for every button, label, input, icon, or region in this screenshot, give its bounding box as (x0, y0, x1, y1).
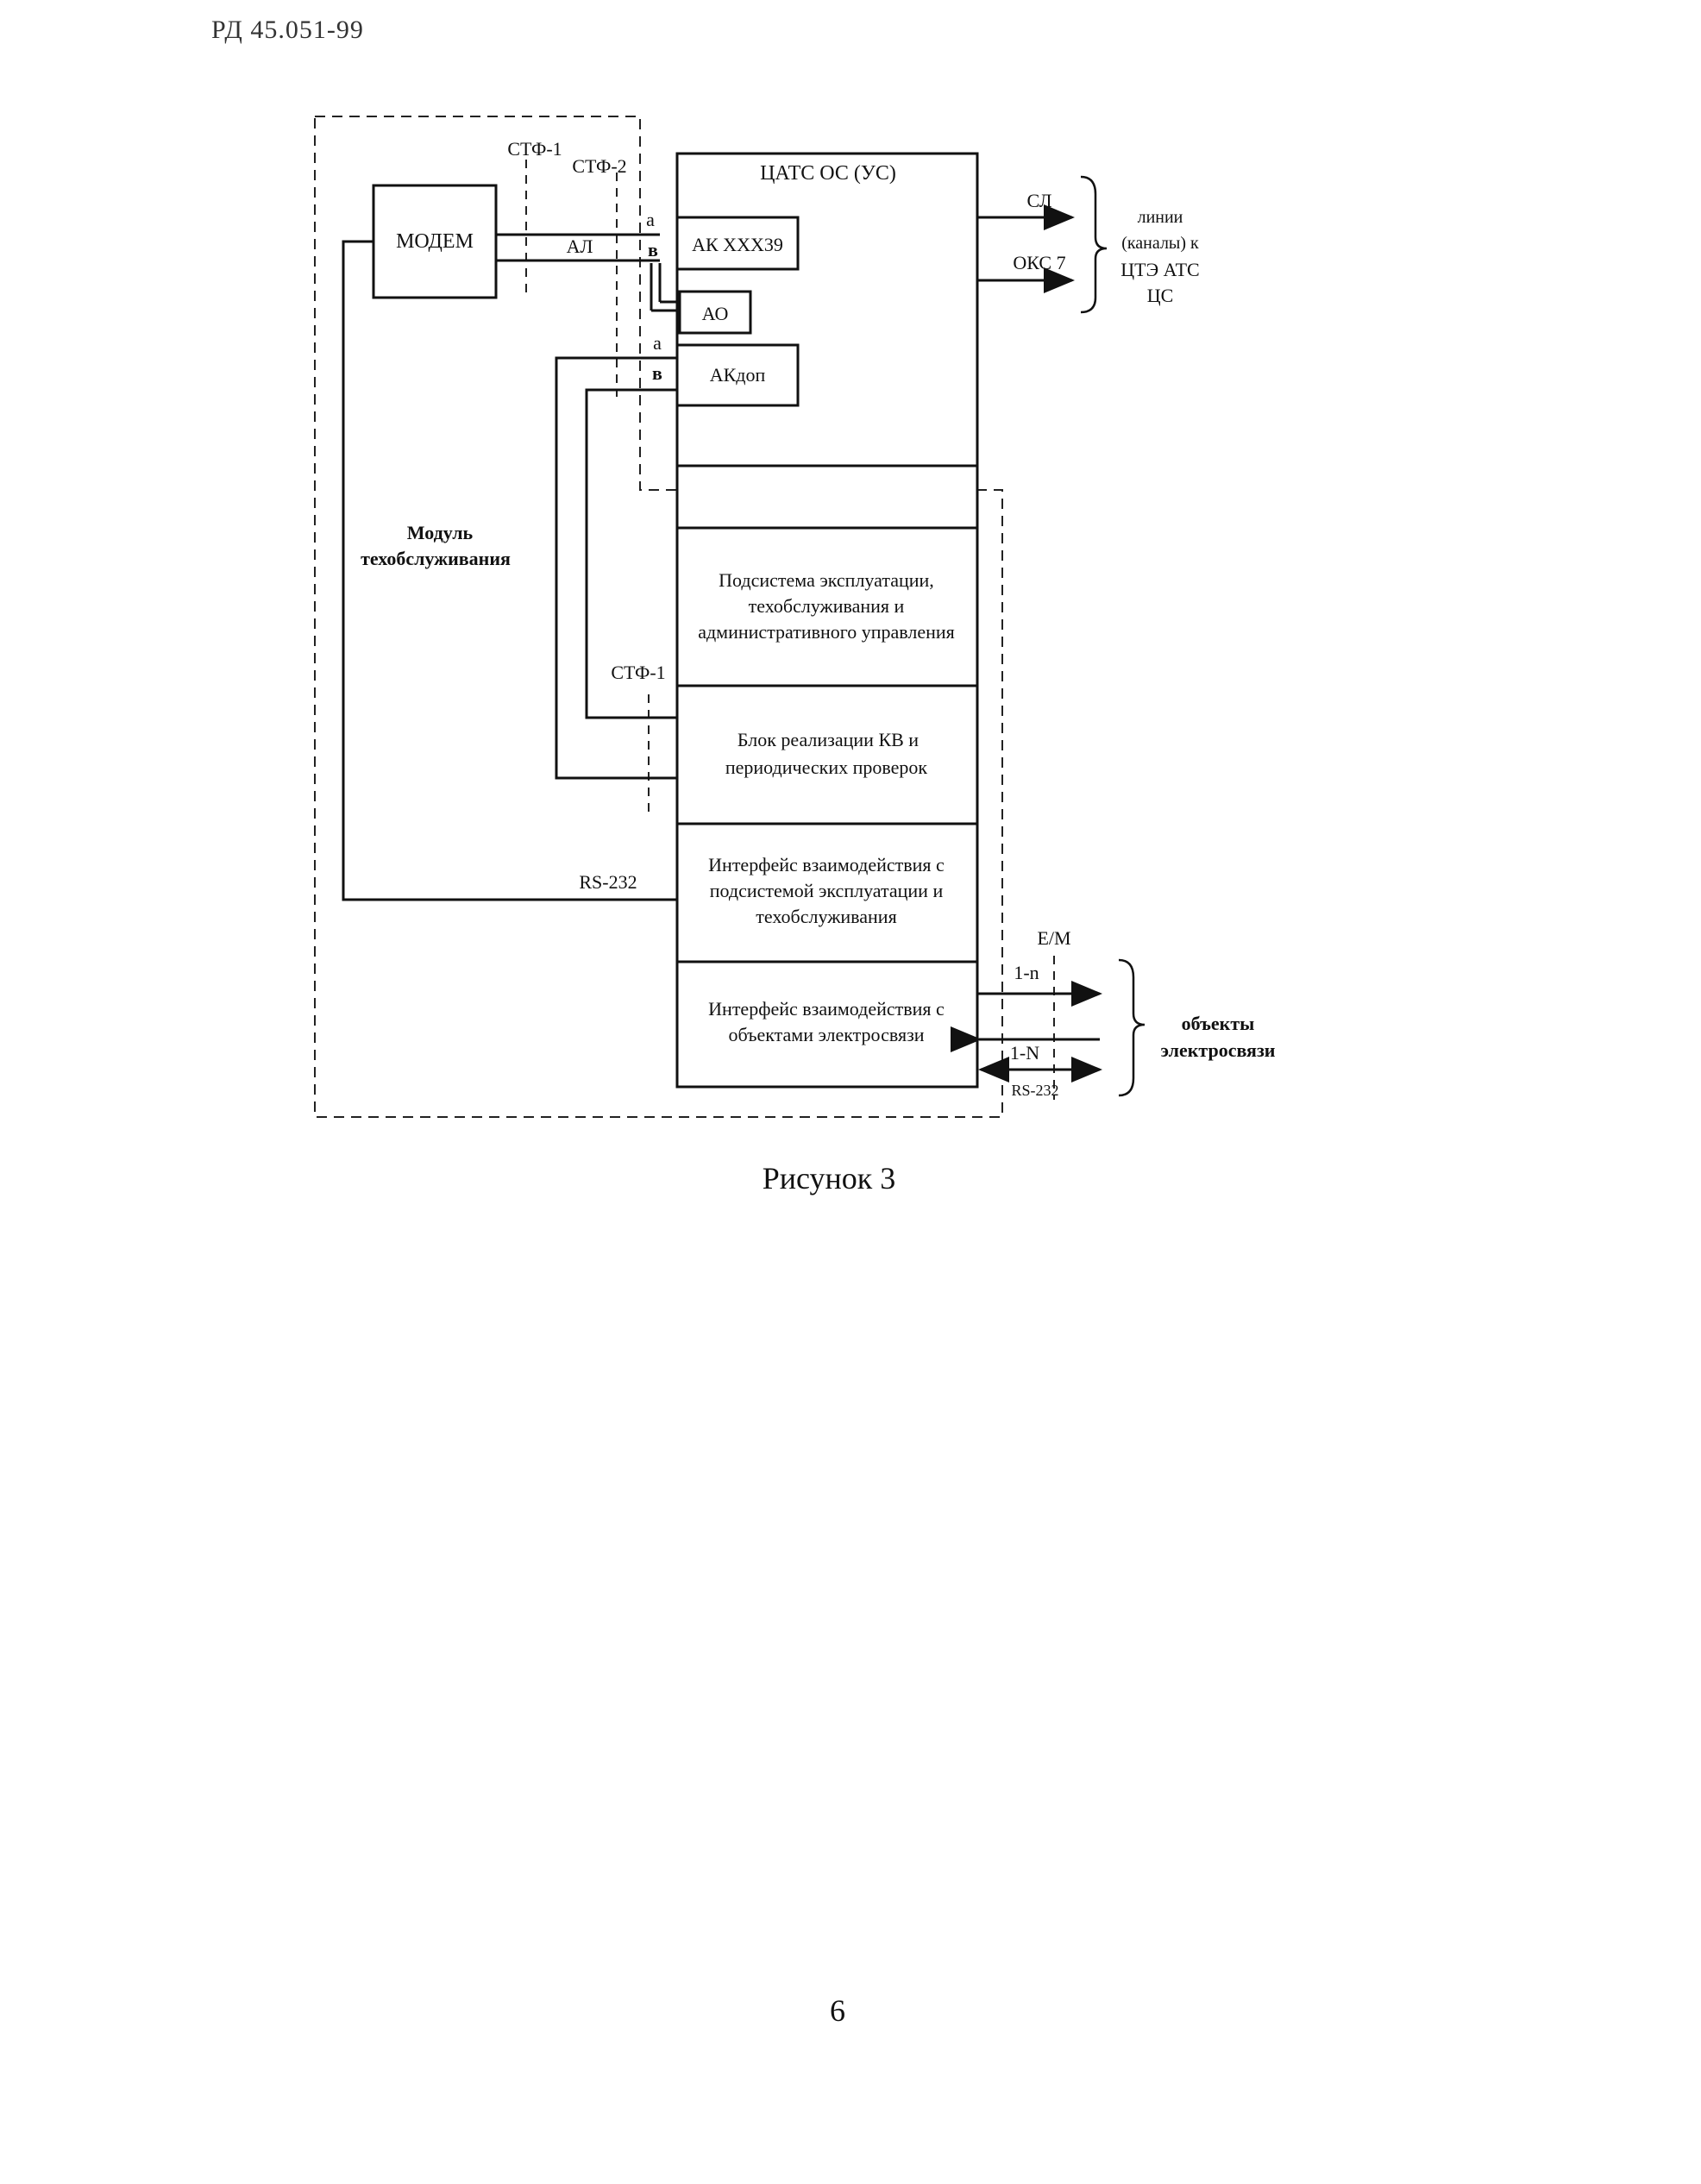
one-n-small-label: 1-n (1014, 962, 1039, 983)
lines-line2: (каналы) к (1121, 234, 1199, 253)
stf1-mid-label: СТФ-1 (611, 662, 665, 683)
objects-brace (1118, 958, 1146, 1097)
page-header: РД 45.051-99 (211, 16, 364, 44)
wire-b2-label: в (652, 362, 662, 384)
lines-brace (1080, 175, 1108, 314)
iface1-line3: техобслуживания (756, 906, 896, 927)
iface2-line2: объектами электросвязи (728, 1024, 924, 1045)
akdop-label: АКдоп (710, 364, 766, 386)
atc-label: ЦАТС ОС (УС) (760, 162, 896, 185)
rs232-right-label: RS-232 (1011, 1082, 1058, 1099)
one-n-big-label: 1-N (1010, 1042, 1039, 1064)
figure-caption: Рисунок 3 (762, 1161, 896, 1196)
subsystem-line2: техобслуживания и (749, 595, 905, 617)
subsystem-line1: Подсистема эксплуатации, (719, 569, 934, 591)
wire-a1-label: а (646, 209, 655, 230)
stf1-top-label: СТФ-1 (507, 138, 562, 160)
module-dashed-boundary (314, 116, 1003, 1118)
iface1-line1: Интерфейс взаимодействия с (708, 854, 945, 875)
oks7-label: ОКС 7 (1013, 252, 1065, 273)
ak-box (675, 216, 800, 271)
akdop-loop-outer (555, 356, 677, 780)
module-label-line1: Модуль (407, 522, 474, 543)
iface2-line1: Интерфейс взаимодействия с (708, 998, 945, 1020)
block-diagram: МОДЕМ АЛ а в ЦАТС ОС (УС) АК ХХХ39 АО АК… (314, 116, 1276, 1118)
modem-box (372, 184, 498, 299)
akdop-box (675, 343, 800, 407)
page-number: 6 (830, 1993, 845, 2028)
rs232-left-label: RS-232 (579, 871, 637, 893)
objects-line1: объекты (1182, 1013, 1255, 1034)
wire-a2-label: а (653, 332, 662, 354)
rs232-link (342, 240, 677, 901)
lines-line1: линии (1138, 208, 1183, 227)
subsystem-line3: административного управления (698, 621, 955, 643)
block-line1: Блок реализации КВ и (738, 729, 919, 750)
wire-b1-label: в (648, 239, 658, 260)
lines-line4: ЦС (1147, 285, 1174, 306)
ak-label: АК ХХХ39 (692, 234, 783, 255)
stf2-top-label: СТФ-2 (572, 155, 626, 177)
akdop-loop-inner (585, 388, 677, 719)
ao-box (678, 290, 752, 335)
iface1-line2: подсистемой эксплуатации и (710, 880, 944, 901)
modem-label: МОДЕМ (396, 230, 474, 253)
ao-label: АО (702, 303, 729, 324)
lines-line3: ЦТЭ АТС (1120, 259, 1199, 280)
module-label-line2: техобслуживания (361, 548, 511, 569)
sl-label: СЛ (1026, 190, 1051, 211)
block-line2: периодических проверок (725, 756, 928, 778)
al-label: АЛ (567, 235, 593, 257)
objects-line2: электросвязи (1161, 1039, 1276, 1061)
em-label: E/M (1037, 927, 1070, 949)
